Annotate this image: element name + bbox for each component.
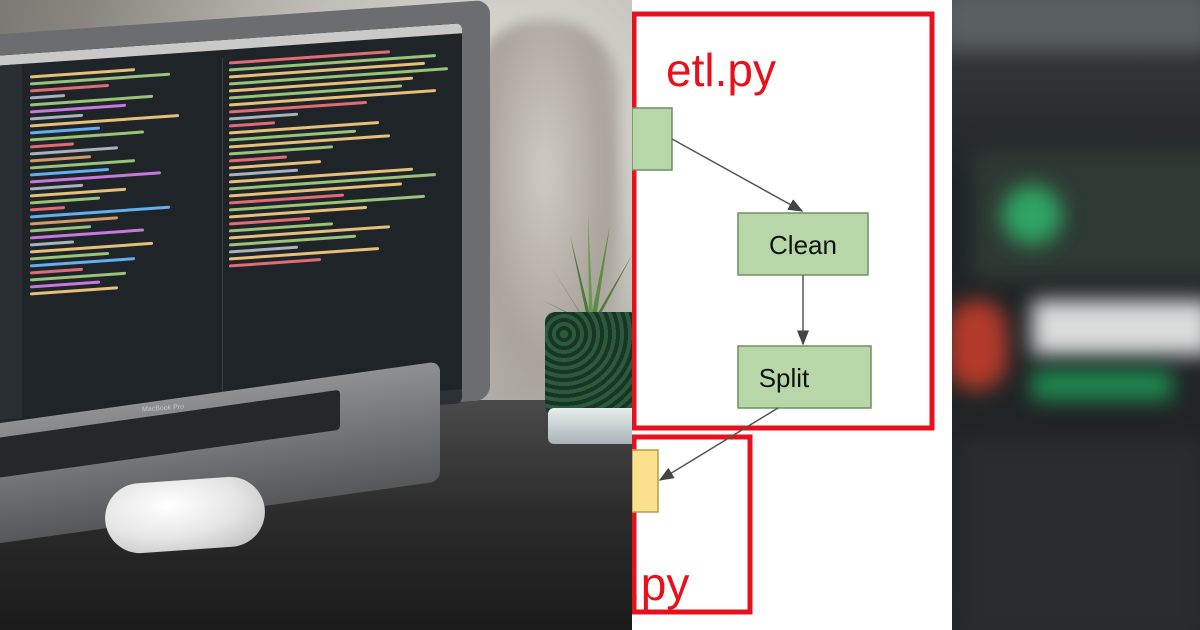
etl-py-frame bbox=[632, 11, 935, 431]
node-clean bbox=[737, 212, 869, 276]
blur-green-text bbox=[1032, 370, 1172, 400]
plant-pot bbox=[545, 312, 632, 422]
arrow-split-to-bottom bbox=[658, 407, 779, 481]
blur-topbar bbox=[952, 0, 1200, 50]
plant-pot-base bbox=[548, 408, 632, 444]
etl-diagram-panel: etl.py .py Clean Split bbox=[632, 0, 952, 630]
node-bottom bbox=[632, 449, 659, 513]
blur-red-icon bbox=[952, 300, 1007, 390]
node-clean-label: Clean bbox=[769, 230, 837, 260]
blur-title-text bbox=[1032, 300, 1200, 355]
laptop-photo-panel: MacBook Pro bbox=[0, 0, 632, 630]
editor-sidebar bbox=[0, 63, 22, 421]
etl-py-label: etl.py bbox=[666, 44, 776, 96]
etl-diagram: etl.py .py Clean Split bbox=[632, 11, 935, 615]
node-top bbox=[632, 107, 673, 171]
airpods-case bbox=[102, 474, 268, 556]
node-split-label: Split bbox=[759, 363, 810, 393]
blurred-app-panel bbox=[952, 0, 1200, 630]
node-split bbox=[737, 345, 872, 409]
lower-py-frame bbox=[632, 434, 753, 615]
code-pane-left bbox=[30, 59, 205, 413]
code-pane-right bbox=[222, 41, 459, 401]
succulent-plant bbox=[542, 215, 632, 323]
lower-py-label: .py bbox=[632, 558, 689, 610]
arrow-top-to-clean bbox=[671, 138, 804, 212]
blur-green-circle bbox=[1002, 185, 1062, 245]
blur-lower-body bbox=[962, 440, 1200, 630]
